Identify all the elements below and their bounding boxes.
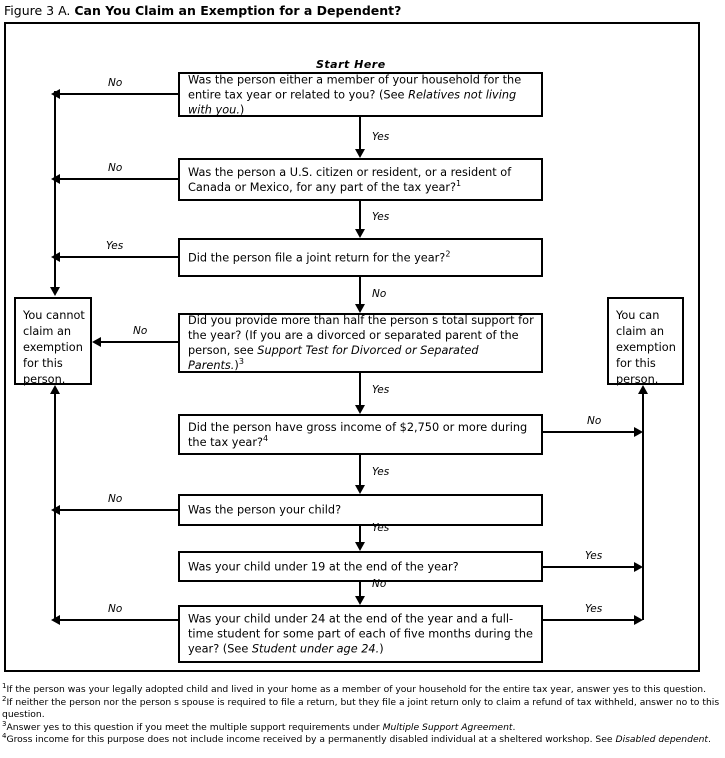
edge-q1-no-line [60, 93, 178, 95]
question-box-5-text: Did the person have gross income of $2,7… [188, 420, 528, 449]
question-box-1-text: Was the person either a member of your h… [188, 73, 522, 116]
figure-number: Figure 3 A. [4, 3, 71, 18]
question-box-3[interactable]: Did the person file a joint return for t… [178, 238, 543, 277]
arrowhead-q8-no [51, 615, 60, 625]
question-box-4[interactable]: Did you provide more than half the perso… [178, 313, 543, 373]
connector-q3-to-q4 [359, 277, 361, 304]
edge-label-q8-no: No [108, 603, 123, 615]
connector-q2-to-q3 [359, 201, 361, 229]
edge-label-q4-no: No [133, 325, 148, 337]
arrowhead-q6-to-q7 [355, 542, 365, 551]
edge-label-q2-no: No [108, 162, 123, 174]
edge-q3-yes-line [60, 256, 178, 258]
edge-label-q3-no: No [372, 288, 387, 300]
arrowhead-q5-no [634, 427, 643, 437]
edge-label-q8-yes: Yes [585, 603, 603, 615]
question-box-1[interactable]: Was the person either a member of your h… [178, 72, 543, 117]
edge-label-q5-yes: Yes [372, 466, 390, 478]
left-rail-upper [54, 91, 56, 287]
chart-frame [4, 22, 700, 672]
arrowhead-q7-yes [634, 562, 643, 572]
question-box-2[interactable]: Was the person a U.S. citizen or residen… [178, 158, 543, 201]
edge-q4-no-line [101, 341, 178, 343]
arrowhead-q4-no [92, 337, 101, 347]
question-box-5[interactable]: Did the person have gross income of $2,7… [178, 414, 543, 455]
figure-title: Figure 3 A. Can You Claim an Exemption f… [4, 3, 401, 18]
outcome-box-cannot-claim[interactable]: You cannot claim an exemption for this p… [14, 297, 92, 386]
edge-label-q2-yes: Yes [372, 211, 390, 223]
connector-q6-to-q7 [359, 526, 361, 542]
arrowhead-q6-no [51, 505, 60, 515]
arrowhead-q8-yes [634, 615, 643, 625]
edge-label-q3-yes: Yes [106, 240, 124, 252]
arrowhead-q3-yes [51, 252, 60, 262]
arrowhead-q2-to-q3 [355, 229, 365, 238]
connector-q5-to-q6 [359, 455, 361, 485]
connector-q4-to-q5 [359, 373, 361, 405]
edge-q5-no-line [543, 431, 635, 433]
edge-label-q1-no: No [108, 77, 123, 89]
footnote-4: 4Gross income for this purpose does not … [2, 732, 711, 746]
footnote-1: 1If the person was your legally adopted … [2, 681, 706, 695]
arrowhead-q2-no [51, 174, 60, 184]
footnotes: 1If the person was your legally adopted … [2, 681, 724, 747]
start-here-label: Start Here [316, 58, 386, 71]
question-box-8-text: Was your child under 24 at the end of th… [188, 612, 533, 656]
arrowhead-q1-to-q2 [355, 149, 365, 158]
right-rail [642, 394, 644, 620]
edge-label-q1-yes: Yes [372, 131, 390, 143]
question-box-7[interactable]: Was your child under 19 at the end of th… [178, 551, 543, 582]
arrowhead-left-rail-into-cannot-bottom [50, 385, 60, 394]
edge-q7-yes-line [543, 566, 635, 568]
edge-label-q5-no: No [587, 415, 602, 427]
footnote-2: 2If neither the person nor the person s … [2, 694, 720, 721]
outcome-box-cannot-claim-text: You cannot claim an exemption for this p… [23, 309, 85, 386]
arrowhead-q4-to-q5 [355, 405, 365, 414]
edge-label-q7-no: No [372, 578, 387, 590]
question-box-3-text: Did the person file a joint return for t… [188, 249, 451, 264]
arrowhead-q1-no [51, 89, 60, 99]
edge-label-q6-yes: Yes [372, 522, 390, 534]
figure-heading: Can You Claim an Exemption for a Depende… [74, 3, 402, 18]
edge-label-q7-yes: Yes [585, 550, 603, 562]
question-box-8[interactable]: Was your child under 24 at the end of th… [178, 605, 543, 663]
edge-q6-no-line [60, 509, 178, 511]
connector-q1-to-q2 [359, 117, 361, 149]
outcome-box-can-claim[interactable]: You can claim an exemption for this pers… [607, 297, 684, 386]
question-box-6-text: Was the person your child? [188, 503, 342, 517]
arrowhead-q5-to-q6 [355, 485, 365, 494]
edge-label-q4-yes: Yes [372, 384, 390, 396]
edge-q8-yes-line [543, 619, 635, 621]
footnote-3: 3Answer yes to this question if you meet… [2, 719, 516, 733]
question-box-6[interactable]: Was the person your child? [178, 494, 543, 526]
question-box-7-text: Was your child under 19 at the end of th… [188, 560, 459, 573]
question-box-4-text: Did you provide more than half the perso… [188, 314, 534, 372]
arrowhead-q7-to-q8 [355, 596, 365, 605]
question-box-2-text: Was the person a U.S. citizen or residen… [188, 165, 512, 194]
edge-q2-no-line [60, 178, 178, 180]
arrowhead-q3-to-q4 [355, 304, 365, 313]
arrowhead-left-rail-into-cannot [50, 287, 60, 296]
edge-label-q6-no: No [108, 493, 123, 505]
outcome-box-can-claim-text: You can claim an exemption for this pers… [616, 309, 676, 386]
connector-q7-to-q8 [359, 582, 361, 596]
edge-q8-no-line [60, 619, 178, 621]
arrowhead-right-rail-into-can [638, 385, 648, 394]
